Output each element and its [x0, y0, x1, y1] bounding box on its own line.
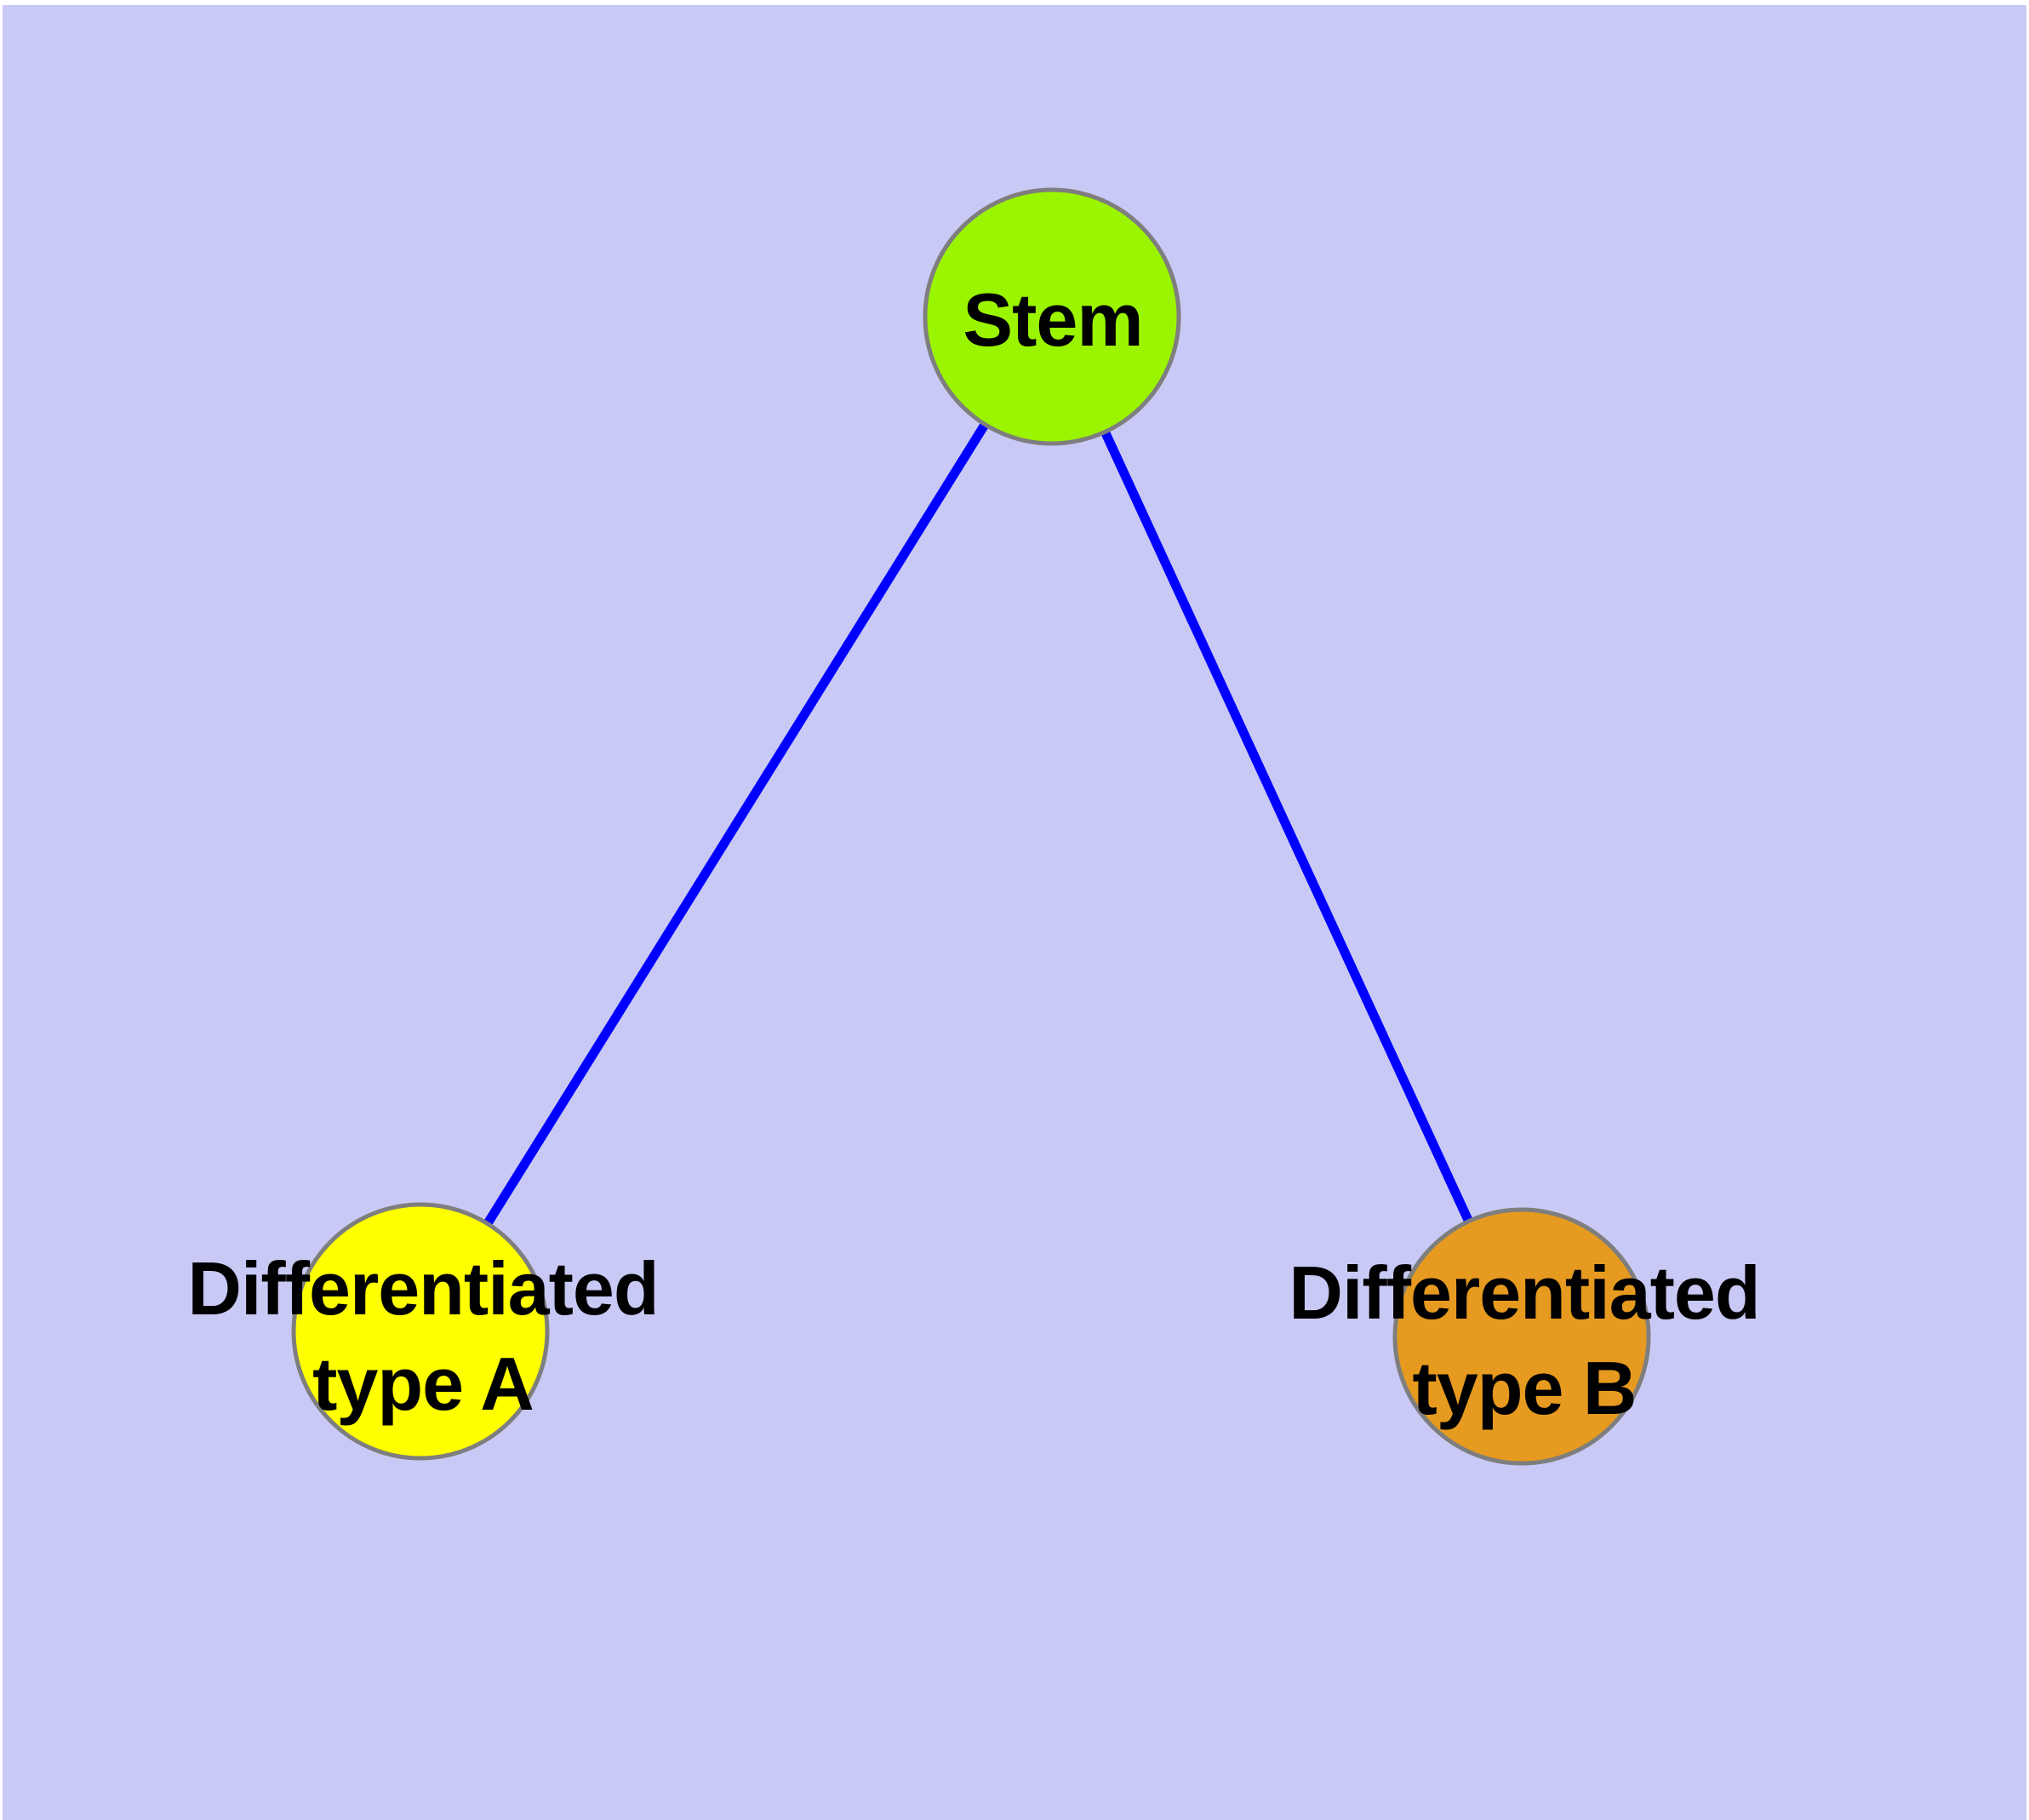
node-label-stem: Stem: [963, 278, 1143, 362]
node-differentiated-type-b-circle: [1392, 1207, 1651, 1466]
node-label-differentiated-type-b: Differentiated type B: [1289, 1251, 1760, 1430]
node-differentiated-type-a-circle: [291, 1202, 550, 1461]
edge-stem-to-type-a: [416, 314, 1056, 1334]
node-stem-circle: [923, 187, 1181, 446]
edge-stem-to-type-b: [1048, 314, 1526, 1339]
node-label-differentiated-type-a: Differentiated type A: [187, 1246, 659, 1426]
